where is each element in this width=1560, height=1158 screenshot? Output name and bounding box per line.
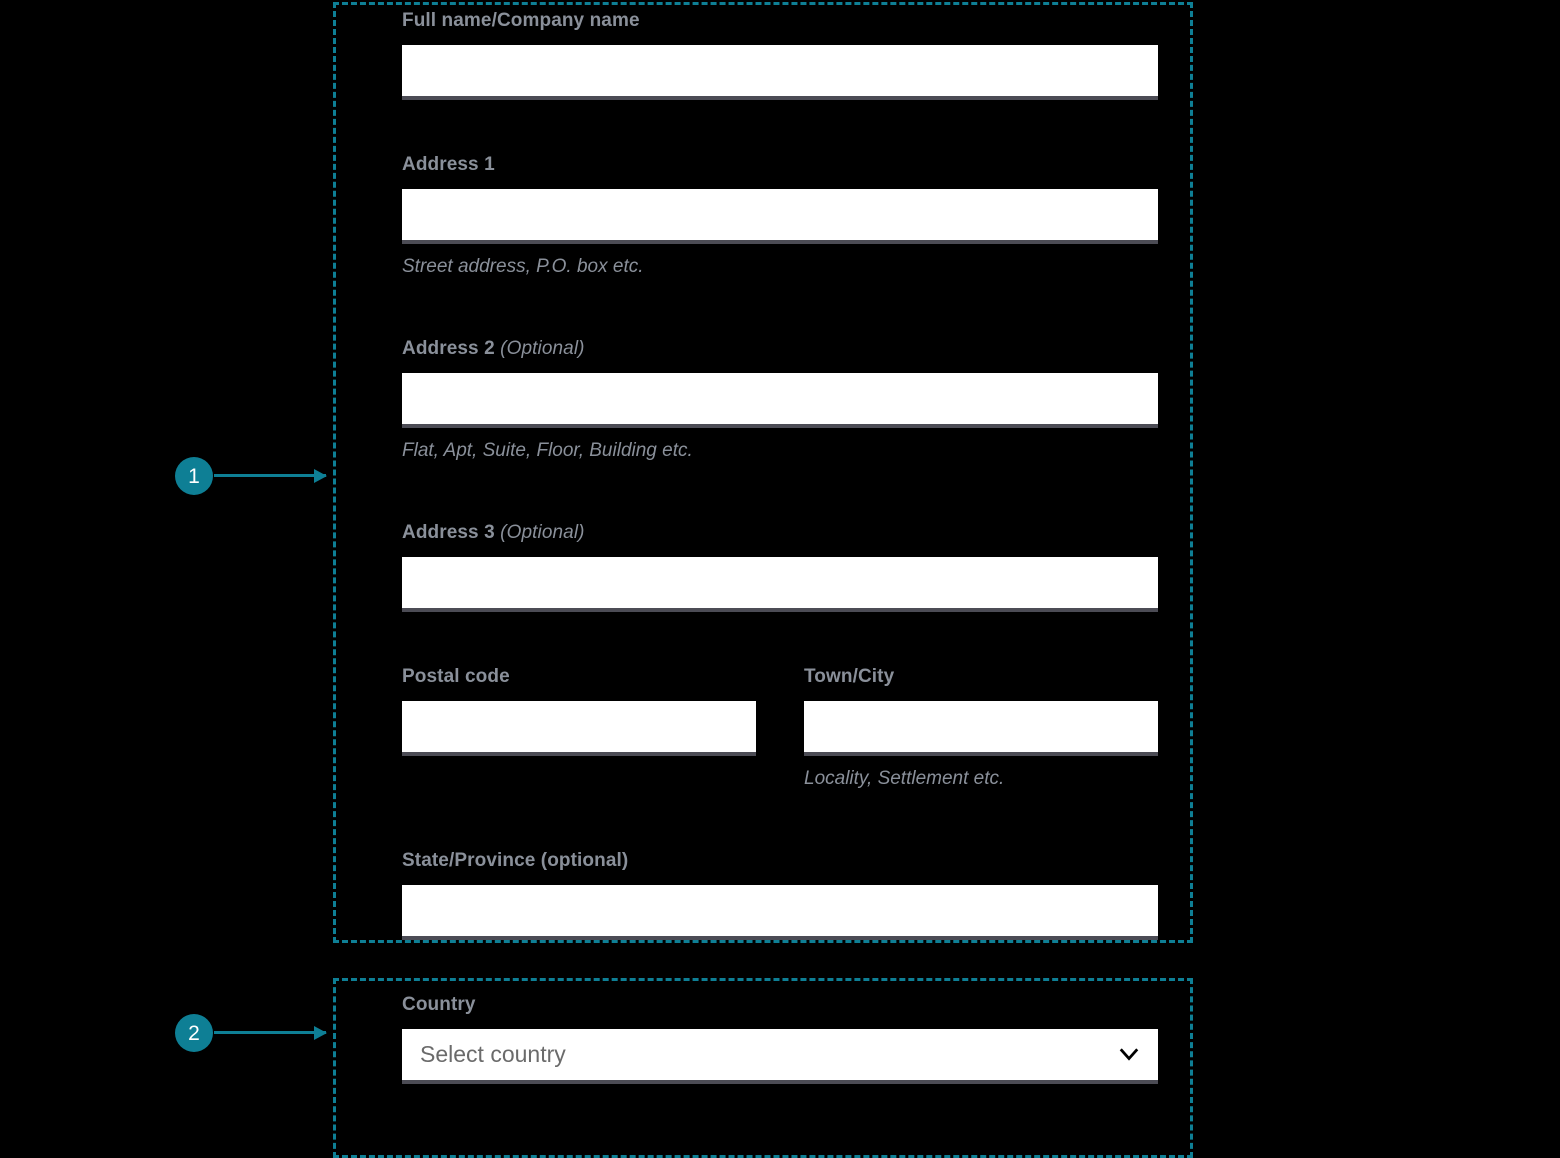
field-address-2: Address 2 (Optional) Flat, Apt, Suite, F… [402, 338, 1158, 463]
hint-town-city: Locality, Settlement etc. [804, 767, 1005, 789]
field-postal-code: Postal code [402, 666, 756, 756]
input-full-name[interactable] [402, 44, 1158, 100]
field-country: Country Select country [402, 994, 1158, 1084]
input-address-3[interactable] [402, 556, 1158, 612]
field-town-city: Town/City Locality, Settlement etc. [804, 666, 1158, 791]
label-address-1: Address 1 [402, 154, 495, 175]
label-address-2-optional: (Optional) [500, 338, 585, 359]
label-state-province: State/Province (optional) [402, 850, 629, 871]
input-town-city[interactable] [804, 700, 1158, 756]
input-address-1[interactable] [402, 188, 1158, 244]
label-address-2: Address 2 (Optional) [402, 338, 1158, 361]
label-address-3-text: Address 3 [402, 522, 495, 543]
field-address-1: Address 1 Street address, P.O. box etc. [402, 154, 1158, 279]
label-address-3-optional: (Optional) [500, 522, 585, 543]
field-address-3: Address 3 (Optional) [402, 522, 1158, 612]
input-postal-code[interactable] [402, 700, 756, 756]
callout-marker-2: 2 [175, 1014, 213, 1052]
field-full-name: Full name/Company name [402, 10, 1158, 100]
callout-arrow-2-icon [214, 1025, 327, 1040]
input-address-2[interactable] [402, 372, 1158, 428]
callout-arrow-1-icon [214, 468, 327, 483]
label-country: Country [402, 994, 476, 1015]
label-address-3: Address 3 (Optional) [402, 522, 1158, 545]
label-postal-code: Postal code [402, 666, 510, 687]
label-address-2-text: Address 2 [402, 338, 495, 359]
field-state-province: State/Province (optional) [402, 850, 1158, 940]
callout-marker-1: 1 [175, 457, 213, 495]
label-full-name: Full name/Company name [402, 10, 640, 31]
select-country[interactable]: Select country [402, 1028, 1158, 1084]
select-country-value: Select country [420, 1040, 566, 1067]
chevron-down-icon [1119, 1048, 1139, 1061]
hint-address-1: Street address, P.O. box etc. [402, 255, 644, 277]
annotation-region-address [333, 2, 1193, 943]
input-state-province[interactable] [402, 884, 1158, 940]
page-canvas: 1 2 Full name/Company name Address 1 Str… [175, 2, 1193, 1158]
hint-address-2: Flat, Apt, Suite, Floor, Building etc. [402, 439, 693, 461]
label-town-city: Town/City [804, 666, 895, 687]
